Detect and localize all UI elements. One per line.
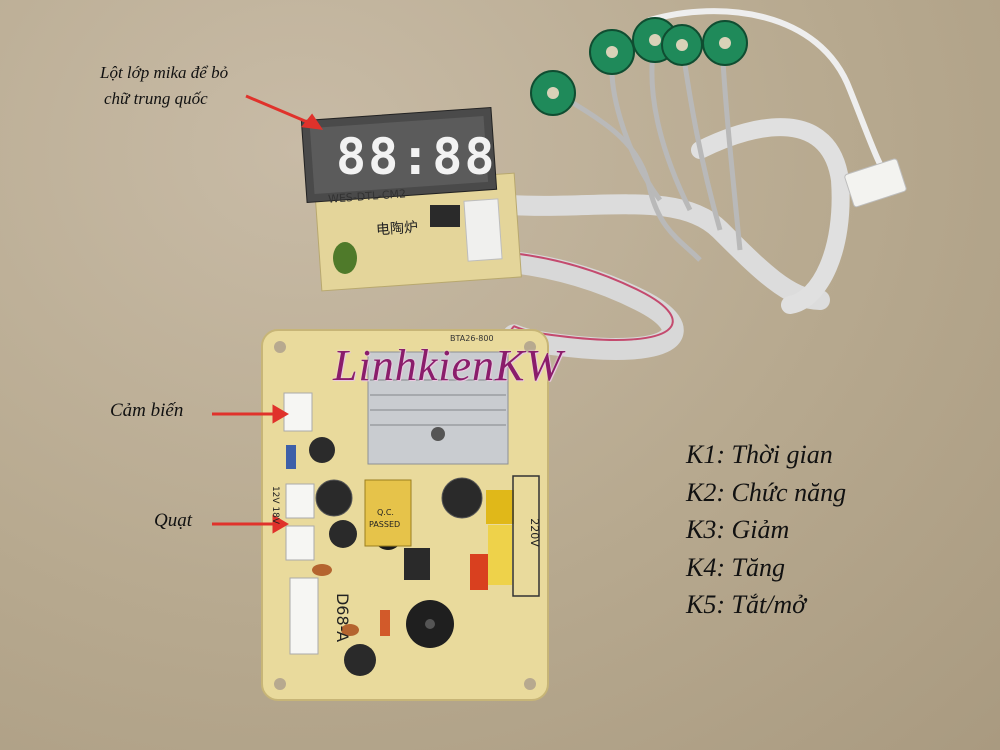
mica-note: Lột lớp mika để bỏ chữ trung quốc	[100, 60, 228, 112]
touch-pads	[530, 17, 748, 116]
annotation-arrows	[212, 94, 324, 534]
fan-label: Quạt	[154, 510, 192, 531]
sensor-label: Cảm biến	[110, 400, 184, 421]
main-board-model: D68-A	[333, 592, 353, 643]
mica-note-line1: Lột lớp mika để bỏ	[100, 63, 229, 82]
fan-voltage-mark: 12V 18V	[270, 485, 281, 525]
mica-note-line2: chữ trung quốc	[104, 89, 208, 108]
key-k4: K4: Tăng	[686, 552, 785, 582]
watermark: LinhkienKW	[333, 341, 563, 390]
qc-sticker-line1: Q.C.	[377, 508, 394, 517]
display-board-chinese: 电陶炉	[375, 219, 419, 239]
key-legend: K1: Thời gian K2: Chức năng K3: Giảm K4:…	[686, 436, 846, 624]
key-k1: K1: Thời gian	[686, 440, 833, 469]
key-k2: K2: Chức năng	[686, 477, 847, 507]
end-connector	[844, 158, 907, 208]
key-k3: K3: Giảm	[686, 515, 790, 544]
display-board	[300, 106, 522, 292]
voltage-mark: 220V	[527, 518, 541, 547]
qc-sticker-line2: PASSED	[369, 520, 401, 529]
display-digits: 88:88	[336, 128, 497, 186]
key-k5: K5: Tắt/mở	[686, 590, 807, 619]
triac-label: BTA26-800	[450, 334, 494, 343]
main-board	[261, 329, 549, 701]
